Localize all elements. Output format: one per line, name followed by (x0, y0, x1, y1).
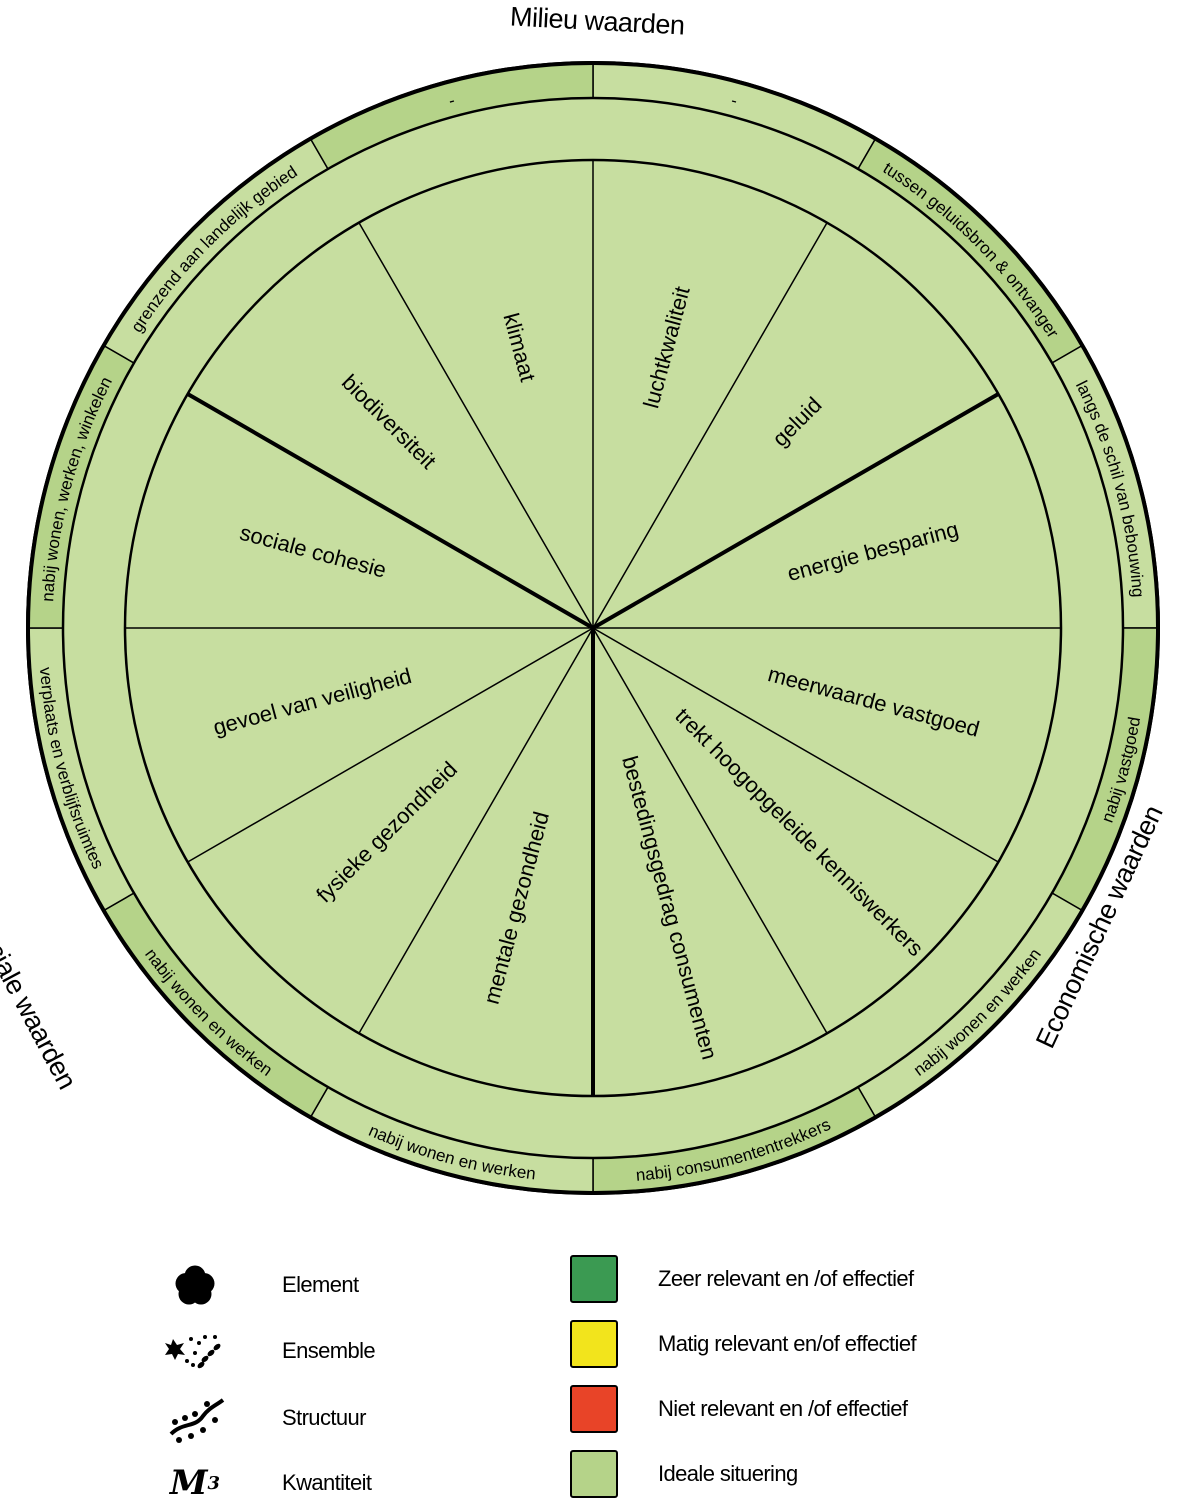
divider-line (358, 222, 594, 629)
matig-swatch (570, 1320, 618, 1368)
divider-line (358, 627, 594, 1034)
legend-label-structuur: Structuur (282, 1405, 366, 1430)
legend-label-niet: Niet relevant en /of effectief (658, 1396, 908, 1421)
legend-item-niet: Niet relevant en /of effectief (570, 1385, 908, 1433)
legend-item-matig: Matig relevant en/of effectief (570, 1320, 917, 1368)
legend-label-ideaal: Ideale situering (658, 1461, 798, 1486)
cell-ring-outline (61, 96, 1125, 1160)
legend-label-element: Element (282, 1272, 359, 1297)
legend-item-ideaal: Ideale situering (570, 1450, 798, 1498)
zeer-swatch (570, 1255, 618, 1303)
niet-swatch (570, 1385, 618, 1433)
divider-line (186, 392, 594, 630)
value-wheel-diagram: M3M3M3M3M3M3M3M3M3M3M3M3 -tussen geluids… (26, 61, 1160, 1195)
divider-line (592, 222, 828, 629)
divider-line (592, 627, 999, 863)
legend-label-ensemble: Ensemble (282, 1338, 376, 1363)
situering-label-0: - (729, 91, 739, 111)
legend-item-structuur: Structuur (160, 1390, 366, 1446)
legend-label-zeer: Zeer relevant en /of effectief (658, 1266, 914, 1291)
divider-line (592, 627, 828, 1034)
structuur-icon (160, 1390, 230, 1446)
outer-ring-outline (26, 61, 1160, 1195)
inner-ring-outline (123, 158, 1063, 1098)
legend-item-element: Element (160, 1257, 359, 1313)
ensemble-icon (160, 1323, 230, 1379)
legend-label-kwantiteit: Kwantiteit (282, 1470, 372, 1495)
divider-lines (26, 61, 1160, 1195)
divider-line (187, 627, 594, 863)
element-icon (160, 1257, 230, 1313)
legend-label-matig: Matig relevant en/of effectief (658, 1331, 917, 1356)
legend-item-ensemble: Ensemble (160, 1323, 376, 1379)
divider-line (591, 392, 1000, 630)
situering-label-11: - (446, 91, 456, 111)
legend-item-zeer: Zeer relevant en /of effectief (570, 1255, 914, 1303)
ideaal-swatch (570, 1450, 618, 1498)
